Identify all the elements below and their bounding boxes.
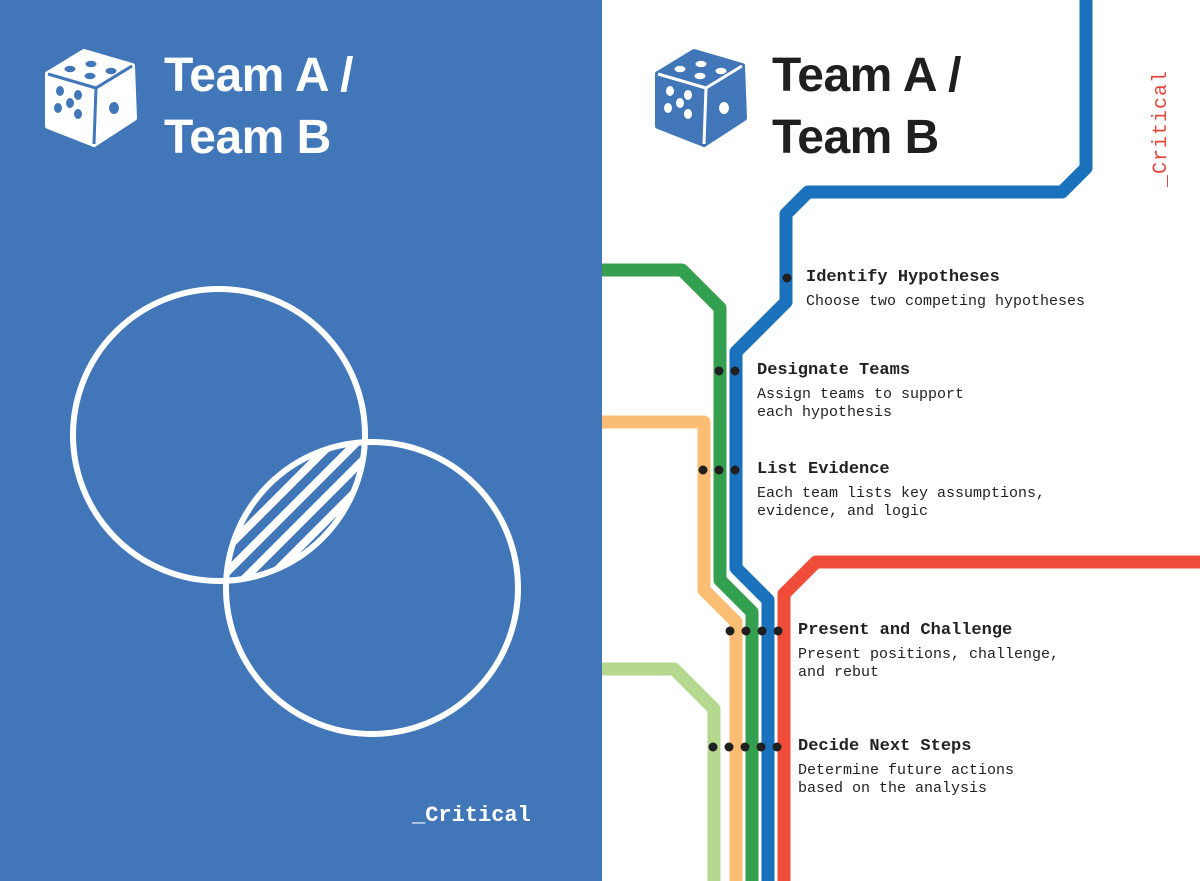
left-card: Team A / Team B _Critical <box>0 0 602 881</box>
metro-line-orange <box>602 415 743 881</box>
station-dot <box>772 742 782 752</box>
venn-diagram-icon <box>70 286 521 737</box>
dice-icon <box>655 49 747 147</box>
brand-logo-right: _Critical <box>1150 69 1173 187</box>
station-dot <box>730 465 740 475</box>
station-dot <box>714 366 724 376</box>
right-card: Team A / Team B _Critical Identify Hypot… <box>602 0 1200 881</box>
step-identify-hypotheses: Identify Hypotheses Choose two competing… <box>806 268 1085 311</box>
brand-logo-left: _Critical <box>412 803 531 828</box>
step-title: Decide Next Steps <box>798 737 972 756</box>
step-description: Present positions, challenge, and rebut <box>798 646 1060 681</box>
step-title: Present and Challenge <box>798 621 1013 640</box>
metro-map <box>602 0 1200 881</box>
step-decide-next-steps: Decide Next Steps Determine future actio… <box>798 737 1014 798</box>
step-designate-teams: Designate Teams Assign teams to support … <box>757 361 964 422</box>
station-dot <box>714 465 724 475</box>
metro-line-red <box>777 555 1200 881</box>
station-dot <box>708 742 718 752</box>
step-description: Assign teams to support each hypothesis <box>757 386 965 421</box>
station-dot <box>724 742 734 752</box>
station-dot <box>725 626 735 636</box>
station-dot <box>773 626 783 636</box>
right-title-line2: Team B <box>772 111 939 164</box>
metro-line-light-green <box>602 662 721 881</box>
station-dot <box>730 366 740 376</box>
station-dots <box>698 273 792 752</box>
station-dot <box>756 742 766 752</box>
left-title: Team A / Team B <box>164 45 353 169</box>
metro-line-blue <box>729 0 1093 881</box>
left-title-line1: Team A / <box>164 49 353 102</box>
station-dot <box>740 742 750 752</box>
dice-icon <box>45 49 137 147</box>
metro-line-green <box>602 263 759 881</box>
step-title: Identify Hypotheses <box>806 268 1000 287</box>
step-list-evidence: List Evidence Each team lists key assump… <box>757 460 1045 521</box>
right-title-line1: Team A / <box>772 49 961 102</box>
step-description: Determine future actions based on the an… <box>798 762 1015 797</box>
step-title: List Evidence <box>757 460 890 479</box>
step-description: Each team lists key assumptions, evidenc… <box>757 485 1046 520</box>
station-dot <box>741 626 751 636</box>
station-dot <box>698 465 708 475</box>
station-dot <box>782 273 792 283</box>
step-present-and-challenge: Present and Challenge Present positions,… <box>798 621 1059 682</box>
right-title: Team A / Team B <box>772 45 961 169</box>
left-title-line2: Team B <box>164 111 331 164</box>
step-description: Choose two competing hypotheses <box>806 293 1086 310</box>
step-title: Designate Teams <box>757 361 911 380</box>
station-dot <box>757 626 767 636</box>
